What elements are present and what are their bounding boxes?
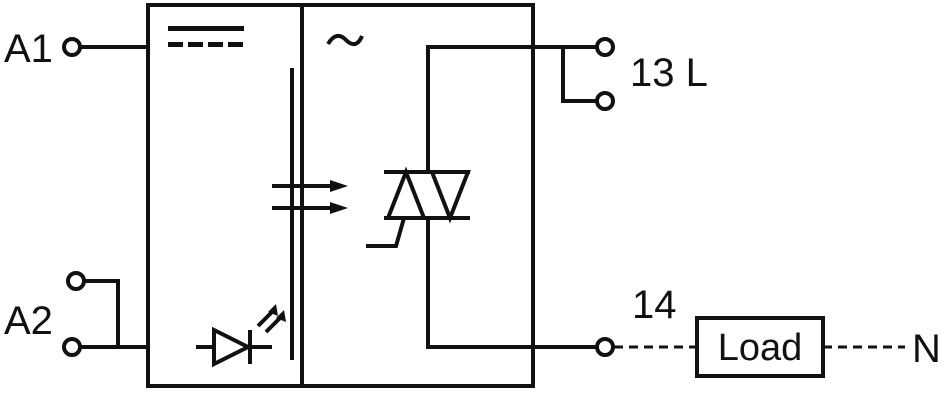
led-emission-1 <box>256 310 274 328</box>
label-14: 14 <box>632 283 677 327</box>
terminal-a2-upper-circle <box>66 271 86 291</box>
triac-gate <box>366 217 406 248</box>
label-a1: A1 <box>4 27 53 71</box>
relay-housing <box>146 3 535 388</box>
led-arrowhead-2 <box>276 310 286 322</box>
dc-symbol-icon <box>168 26 244 47</box>
label-a2: A2 <box>4 299 53 343</box>
terminal-14-circle <box>595 337 615 357</box>
wire-a2-bridge <box>84 279 120 347</box>
label-13l: 13 L <box>630 51 708 95</box>
led-arrowhead-1 <box>268 304 278 316</box>
terminal-13-lower-circle <box>595 91 615 111</box>
light-arrowhead-lower <box>330 202 348 214</box>
triac-triangle-down <box>429 170 471 224</box>
wire-output-bottom <box>426 218 596 349</box>
label-n: N <box>912 327 941 371</box>
triac-triangle-up <box>385 166 427 220</box>
led-emission-2 <box>264 316 282 334</box>
led-diode-triangle <box>212 326 253 368</box>
wire-output-top <box>426 45 596 172</box>
wire-13-bridge <box>561 47 596 103</box>
light-arrowhead-upper <box>330 180 348 192</box>
label-load: Load <box>718 327 803 369</box>
terminal-a1-circle <box>62 37 82 57</box>
terminal-13-upper-circle <box>595 37 615 57</box>
terminal-a2-lower-circle <box>62 337 82 357</box>
ac-symbol-icon <box>326 33 364 47</box>
